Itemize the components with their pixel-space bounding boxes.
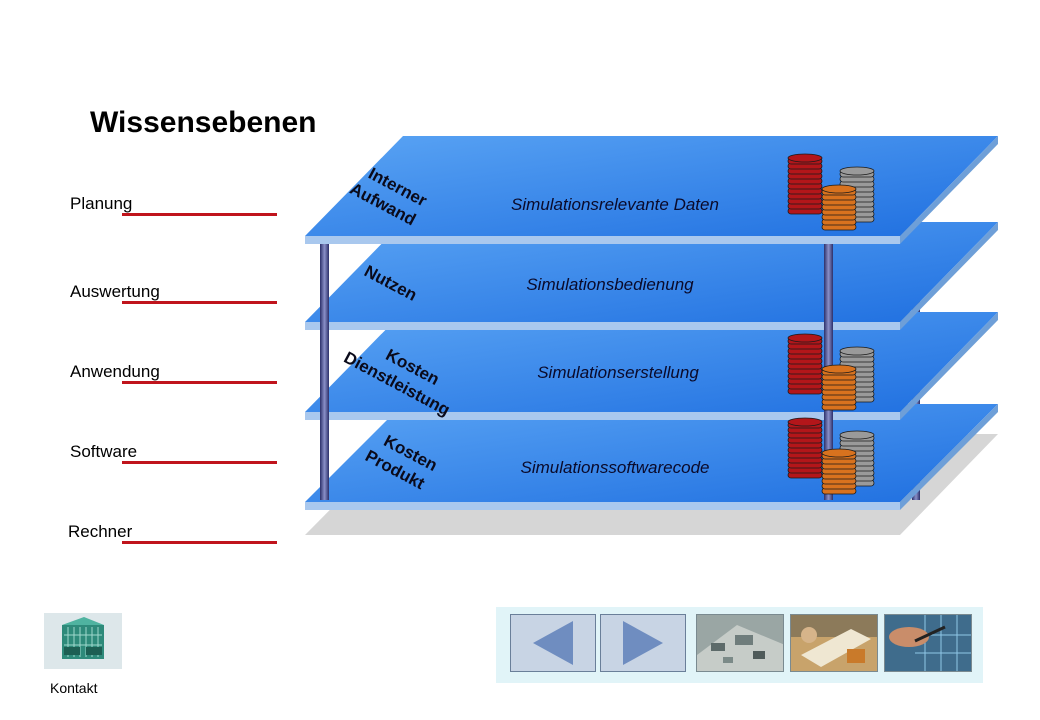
coins-plate-4-orange (821, 448, 857, 495)
thumbnail-electronics-work[interactable] (884, 614, 972, 672)
coin-stacks (787, 153, 875, 495)
coins-plate-1-orange (821, 184, 857, 231)
level-label-software: Software (70, 442, 138, 461)
next-button[interactable] (600, 614, 686, 672)
plate-text-3: Simulationserstellung (537, 363, 699, 382)
level-label-anwendung: Anwendung (70, 362, 160, 381)
coins-plate-1-red (787, 153, 823, 215)
prev-button[interactable] (510, 614, 596, 672)
page-title: Wissensebenen (90, 106, 317, 139)
arrow-left-icon (533, 621, 573, 665)
contact-link[interactable]: Kontakt (50, 680, 98, 696)
plate-text-4: Simulationssoftwarecode (521, 458, 710, 477)
thumbnail-circuit-board[interactable] (696, 614, 784, 672)
level-label-planung: Planung (70, 194, 133, 213)
coins-plate-3-red (787, 333, 823, 395)
plate-text-2: Simulationsbedienung (526, 275, 694, 294)
plate-text-1: Simulationsrelevante Daten (511, 195, 719, 214)
level-label-rechner: Rechner (68, 522, 133, 541)
thumbnail-work-desk[interactable] (790, 614, 878, 672)
coins-plate-3-orange (821, 364, 857, 411)
level-line-planung (122, 213, 277, 216)
level-line-auswertung (122, 301, 277, 304)
level-line-software (122, 461, 277, 464)
level-line-rechner (122, 541, 277, 544)
post-front-left (320, 244, 329, 500)
ipa-logo-icon[interactable] (44, 613, 122, 669)
arrow-right-icon (623, 621, 663, 665)
coins-plate-4-red (787, 417, 823, 479)
level-label-auswertung: Auswertung (70, 282, 160, 301)
level-line-anwendung (122, 381, 277, 384)
